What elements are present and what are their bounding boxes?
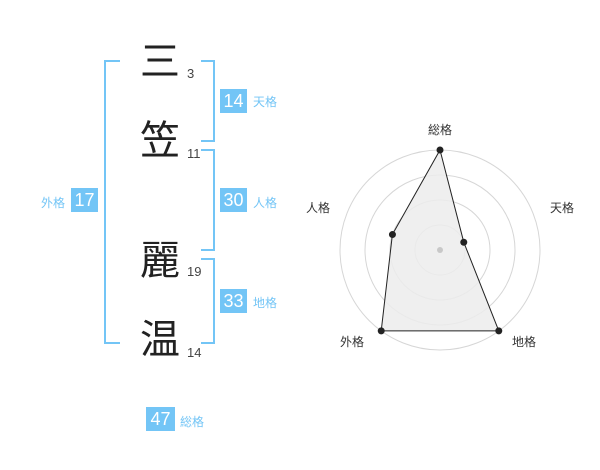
gaikaku-label: 外格 [41,196,66,210]
stroke-count-2: 11 [187,146,201,161]
radar-center-dot [437,247,443,253]
soukaku-value: 47 [146,407,175,431]
stroke-count-1: 3 [187,66,195,81]
radar-point-3 [495,327,503,335]
name-char-4: 温 [140,317,180,363]
radar-label-gaikaku: 外格 [340,334,364,349]
radar-label-tenkaku: 天格 [550,200,574,215]
radar-point-4 [377,327,385,335]
soukaku-label: 総格 [180,415,205,429]
radar-point-1 [436,146,444,154]
radar-label-soukaku: 総格 [428,122,452,137]
tenkaku-bracket [201,60,215,142]
tenkaku-value: 14 [220,89,247,113]
radar-label-jinkaku: 人格 [306,200,330,215]
gaikaku-bracket [104,60,120,344]
name-char-1: 三 [140,39,180,85]
name-char-3: 麗 [140,238,180,284]
tenkaku-label: 天格 [253,95,278,109]
chikaku-value: 33 [220,289,247,313]
stroke-count-3: 19 [187,264,202,279]
radar-point-2 [460,238,468,246]
stroke-count-4: 14 [187,345,202,360]
jinkaku-label: 人格 [253,196,278,210]
jinkaku-value: 30 [220,188,247,212]
chikaku-label: 地格 [253,296,278,310]
radar-polygon [380,148,500,332]
gaikaku-value: 17 [71,188,98,212]
name-char-2: 笠 [140,118,180,164]
radar-point-5 [388,231,396,239]
chikaku-bracket [201,258,215,344]
radar-label-chikaku: 地格 [512,334,536,349]
jinkaku-bracket [201,149,215,251]
